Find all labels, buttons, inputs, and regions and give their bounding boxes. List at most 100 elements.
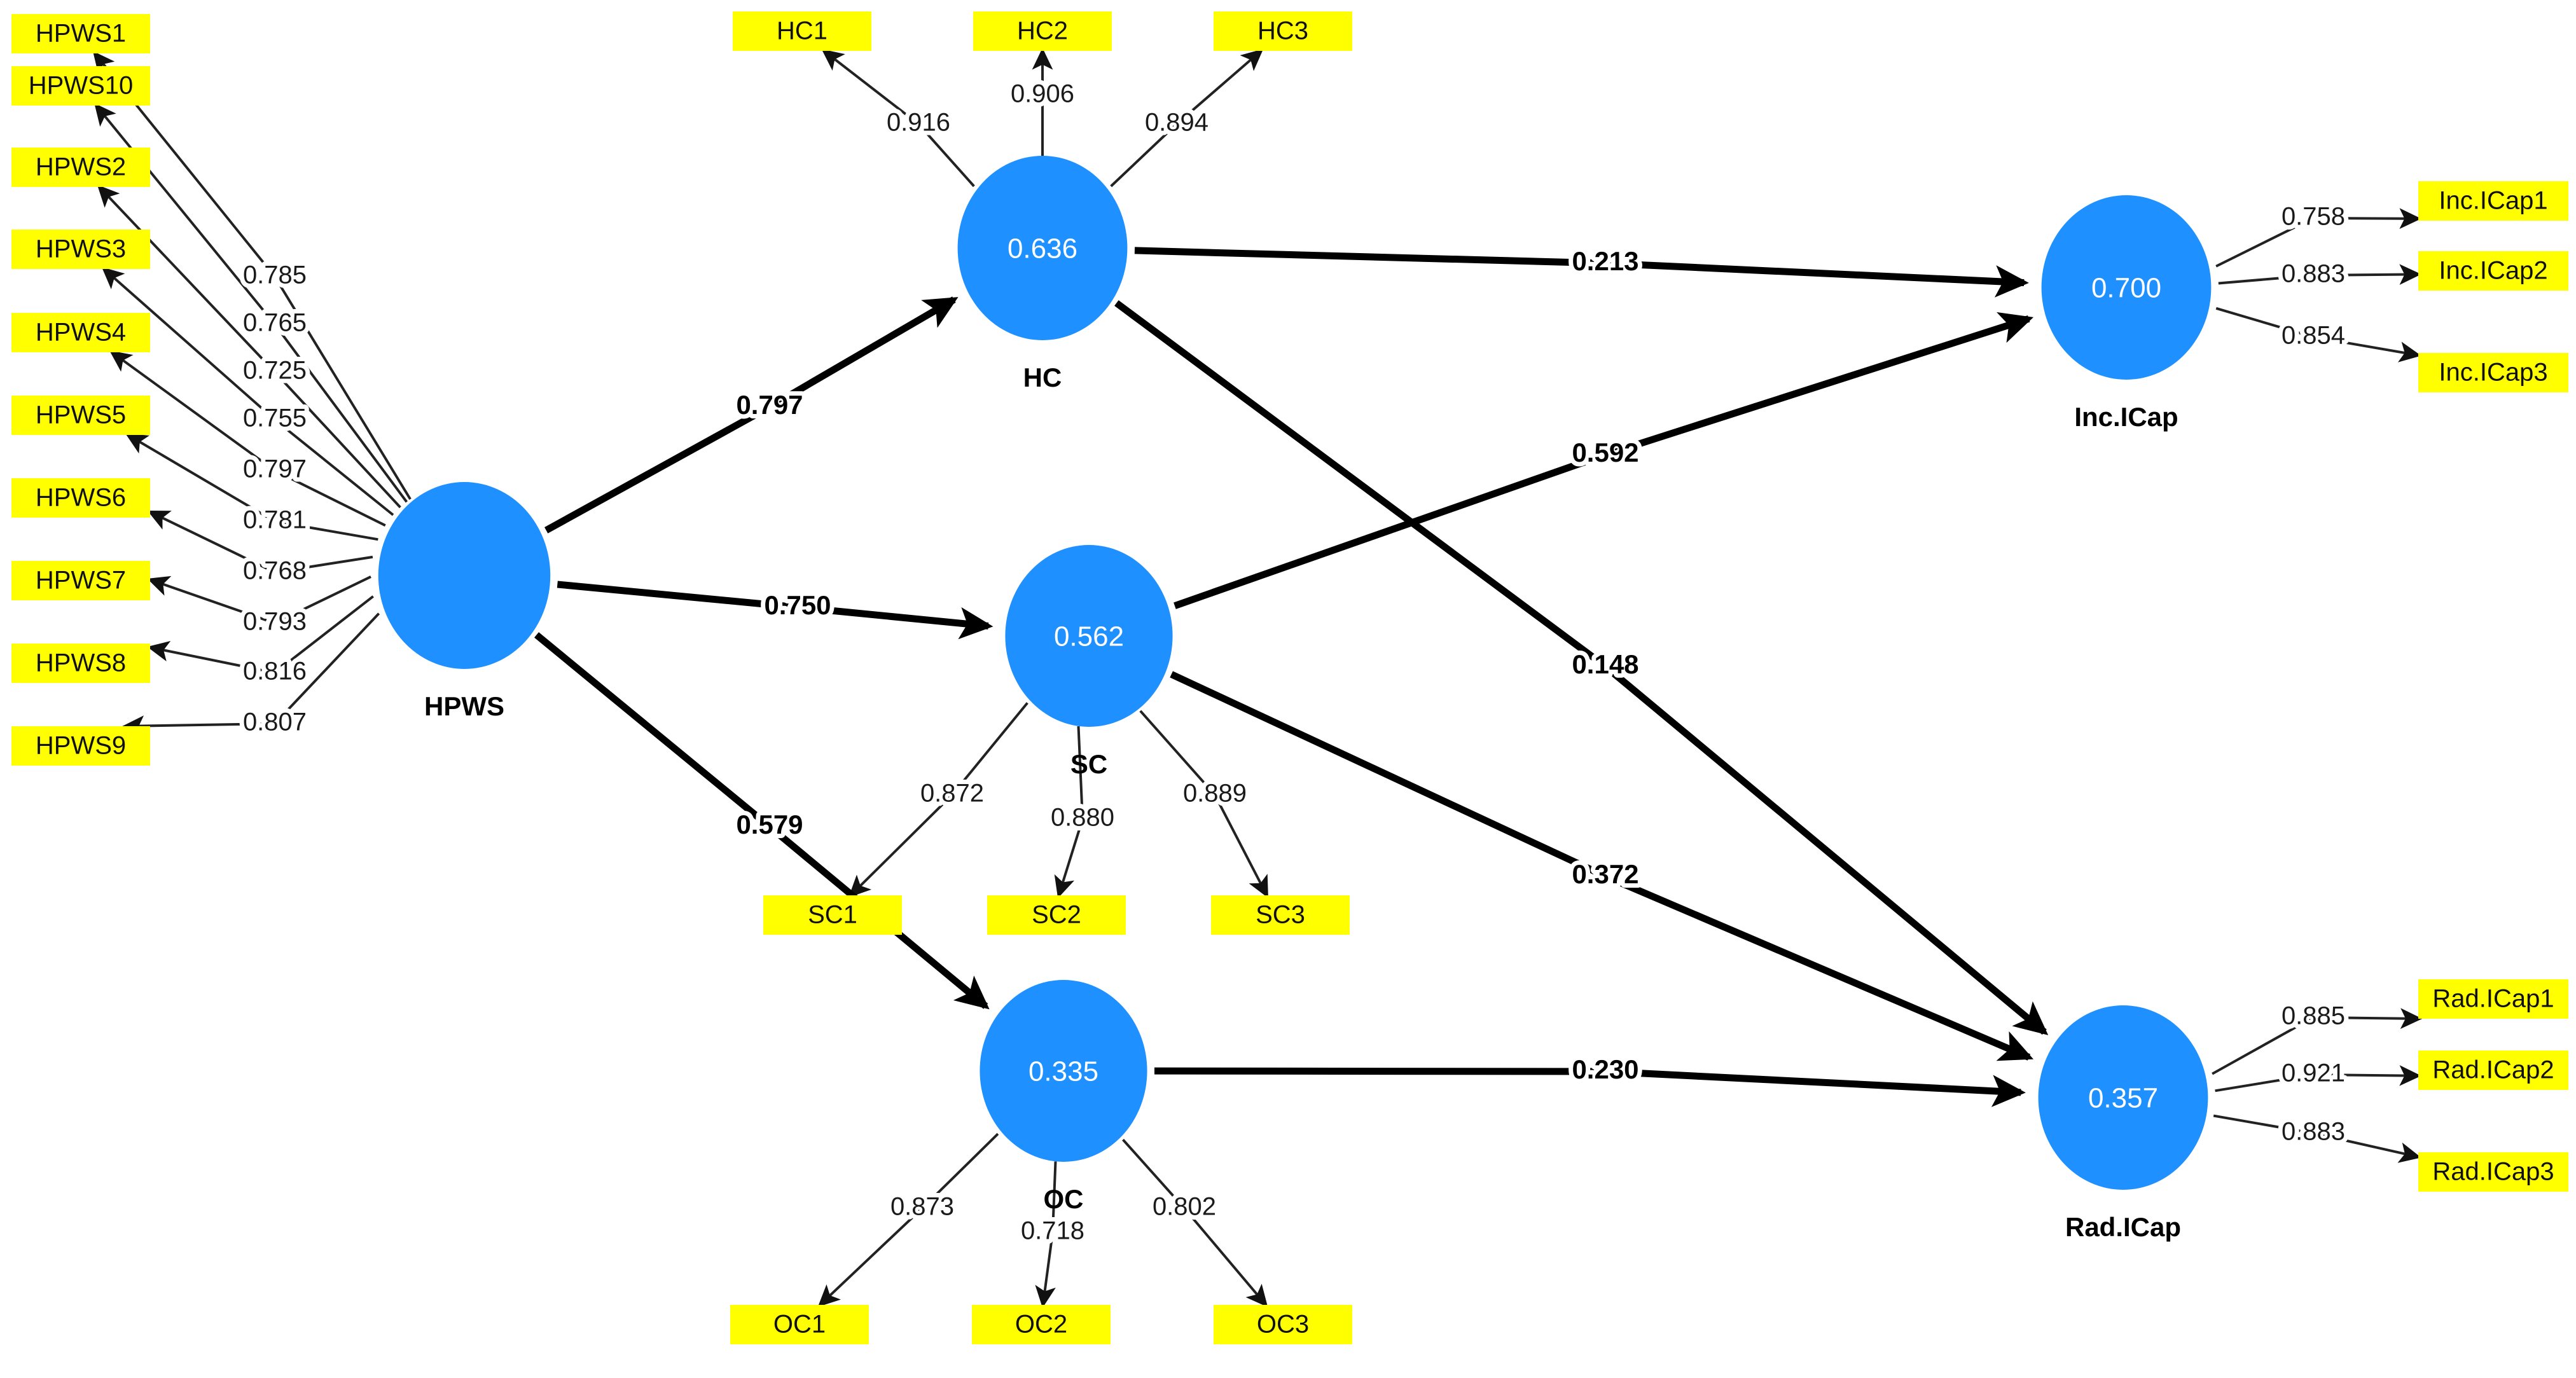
loading-label-HPWS-HPWS8-halo: 0.816	[243, 658, 307, 686]
loading-arrow-HPWS-to-HPWS4	[109, 350, 386, 527]
path-coefficient-HPWS-HC-halo: 0.797	[736, 390, 803, 420]
indicator-HPWS5[interactable]: HPWS5	[11, 396, 150, 435]
loading-arrow-HPWS-to-HPWS6	[147, 510, 373, 574]
indicator-box	[11, 14, 150, 53]
indicator-HPWS2[interactable]: HPWS2	[11, 148, 150, 187]
latent-name-label: Inc.ICap	[2074, 402, 2178, 432]
indicator-SC3[interactable]: SC3	[1211, 895, 1350, 935]
indicator-label: SC3	[1256, 901, 1305, 929]
path-coefficient-HPWS-HC: 0.797	[736, 390, 803, 420]
latent-name-label: OC	[1044, 1184, 1084, 1214]
loading-arrow-SC-to-SC1	[848, 702, 1028, 898]
indicator-label: Rad.ICap2	[2432, 1056, 2554, 1084]
indicator-box	[2418, 251, 2568, 291]
indicator-label: HPWS1	[36, 20, 126, 48]
indicator-HPWS10[interactable]: HPWS10	[11, 66, 150, 106]
latent-circle	[2041, 195, 2212, 380]
path-coefficient-HPWS-OC-halo: 0.579	[736, 810, 803, 839]
loading-label-HPWS-HPWS4-halo: 0.797	[243, 455, 307, 483]
loading-label-Inc.ICap-Inc.ICap1: 0.758	[2282, 203, 2345, 231]
indicator-label: HC2	[1017, 17, 1068, 45]
indicator-HC3[interactable]: HC3	[1214, 11, 1352, 51]
path-coefficient-SC-Rad.ICap-halo: 0.372	[1572, 859, 1638, 889]
loading-label-HPWS-HPWS3-halo: 0.755	[243, 404, 307, 432]
loading-label-HPWS-HPWS5: 0.781	[243, 506, 307, 534]
indicator-SC2[interactable]: SC2	[987, 895, 1126, 935]
indicator-SC1[interactable]: SC1	[763, 895, 902, 935]
indicator-Rad.ICap3[interactable]: Rad.ICap3	[2418, 1152, 2568, 1192]
loading-arrow-HPWS-to-HPWS1	[92, 51, 412, 500]
path-coefficient-SC-Inc.ICap: 0.592	[1572, 438, 1638, 467]
loading-arrow-OC-to-OC3	[1122, 1138, 1268, 1307]
indicator-HC1[interactable]: HC1	[733, 11, 871, 51]
indicator-HPWS3[interactable]: HPWS3	[11, 230, 150, 269]
indicator-OC1[interactable]: OC1	[730, 1305, 869, 1344]
indicator-box	[11, 726, 150, 766]
loading-label-Inc.ICap-Inc.ICap1-halo: 0.758	[2282, 203, 2345, 231]
loading-label-HPWS-HPWS10: 0.765	[243, 309, 307, 337]
indicator-HC2[interactable]: HC2	[973, 11, 1112, 51]
indicator-Rad.ICap1[interactable]: Rad.ICap1	[2418, 979, 2568, 1019]
loading-label-HPWS-HPWS3: 0.755	[243, 404, 307, 432]
loading-label-Rad.ICap-Rad.ICap1-halo: 0.885	[2282, 1002, 2345, 1030]
indicator-OC3[interactable]: OC3	[1214, 1305, 1352, 1344]
outer-loading-labels-group: 0.7850.7850.7650.7650.7250.7250.7550.755…	[239, 76, 2350, 1250]
loading-label-HPWS-HPWS2-halo: 0.725	[243, 357, 307, 385]
loading-label-Rad.ICap-Rad.ICap2: 0.921	[2282, 1059, 2345, 1087]
indicator-Rad.ICap2[interactable]: Rad.ICap2	[2418, 1051, 2568, 1090]
indicator-HPWS1[interactable]: HPWS1	[11, 14, 150, 53]
indicator-box	[11, 66, 150, 106]
loading-label-HPWS-HPWS1: 0.785	[243, 261, 307, 289]
indicator-HPWS9[interactable]: HPWS9	[11, 726, 150, 766]
indicator-box	[2418, 181, 2568, 221]
indicator-HPWS6[interactable]: HPWS6	[11, 478, 150, 518]
loading-arrow-Rad.ICap-to-Rad.ICap1	[2212, 1008, 2423, 1075]
loading-arrow-Rad.ICap-to-Rad.ICap2	[2215, 1065, 2421, 1092]
loading-arrow-Inc.ICap-to-Inc.ICap3	[2215, 307, 2421, 362]
indicator-box	[2418, 1152, 2568, 1192]
indicator-box	[733, 11, 871, 51]
loading-label-SC-SC1: 0.872	[920, 780, 984, 808]
indicator-label: SC2	[1032, 901, 1081, 929]
indicator-label: HPWS10	[29, 72, 134, 100]
latent-circle	[2038, 1005, 2208, 1190]
indicator-HPWS4[interactable]: HPWS4	[11, 313, 150, 352]
indicator-HPWS7[interactable]: HPWS7	[11, 561, 150, 600]
loading-arrow-SC-to-SC2	[1054, 726, 1084, 899]
latent-circle	[980, 980, 1147, 1162]
loading-arrow-HPWS-to-HPWS7	[147, 575, 371, 625]
path-coefficient-HC-Rad.ICap-halo: 0.148	[1572, 649, 1638, 679]
loading-label-HPWS-HPWS4: 0.797	[243, 455, 307, 483]
indicator-label: Inc.ICap2	[2439, 257, 2547, 285]
path-arrow-HC-to-Rad.ICap	[1114, 300, 2049, 1035]
indicator-Inc.ICap2[interactable]: Inc.ICap2	[2418, 251, 2568, 291]
latent-HPWS[interactable]: HPWS	[378, 482, 551, 721]
indicator-Inc.ICap1[interactable]: Inc.ICap1	[2418, 181, 2568, 221]
indicator-label: HPWS6	[36, 484, 126, 512]
path-coefficient-labels-group: 0.7970.7970.7500.7500.5790.5790.2130.213…	[731, 242, 1643, 1089]
latent-name-label: SC	[1070, 749, 1107, 779]
indicator-OC2[interactable]: OC2	[972, 1305, 1111, 1344]
indicator-label: Rad.ICap1	[2432, 985, 2554, 1013]
loading-arrow-HPWS-to-HPWS9	[121, 612, 380, 736]
path-coefficient-SC-Rad.ICap: 0.372	[1572, 859, 1638, 889]
loading-arrow-HPWS-to-HPWS2	[97, 184, 401, 509]
path-coefficient-OC-Rad.ICap: 0.230	[1572, 1054, 1638, 1084]
indicator-label: HPWS4	[36, 319, 126, 347]
loading-label-Inc.ICap-Inc.ICap2: 0.883	[2282, 260, 2345, 288]
loading-label-HPWS-HPWS7: 0.793	[243, 608, 307, 636]
loading-arrow-HPWS-to-HPWS10	[94, 103, 408, 503]
indicator-box	[11, 396, 150, 435]
indicator-Inc.ICap3[interactable]: Inc.ICap3	[2418, 353, 2568, 392]
path-coefficient-HC-Rad.ICap: 0.148	[1572, 649, 1638, 679]
path-coefficient-SC-Inc.ICap-halo: 0.592	[1572, 438, 1638, 467]
indicator-label: OC1	[773, 1311, 826, 1339]
indicator-HPWS8[interactable]: HPWS8	[11, 644, 150, 683]
